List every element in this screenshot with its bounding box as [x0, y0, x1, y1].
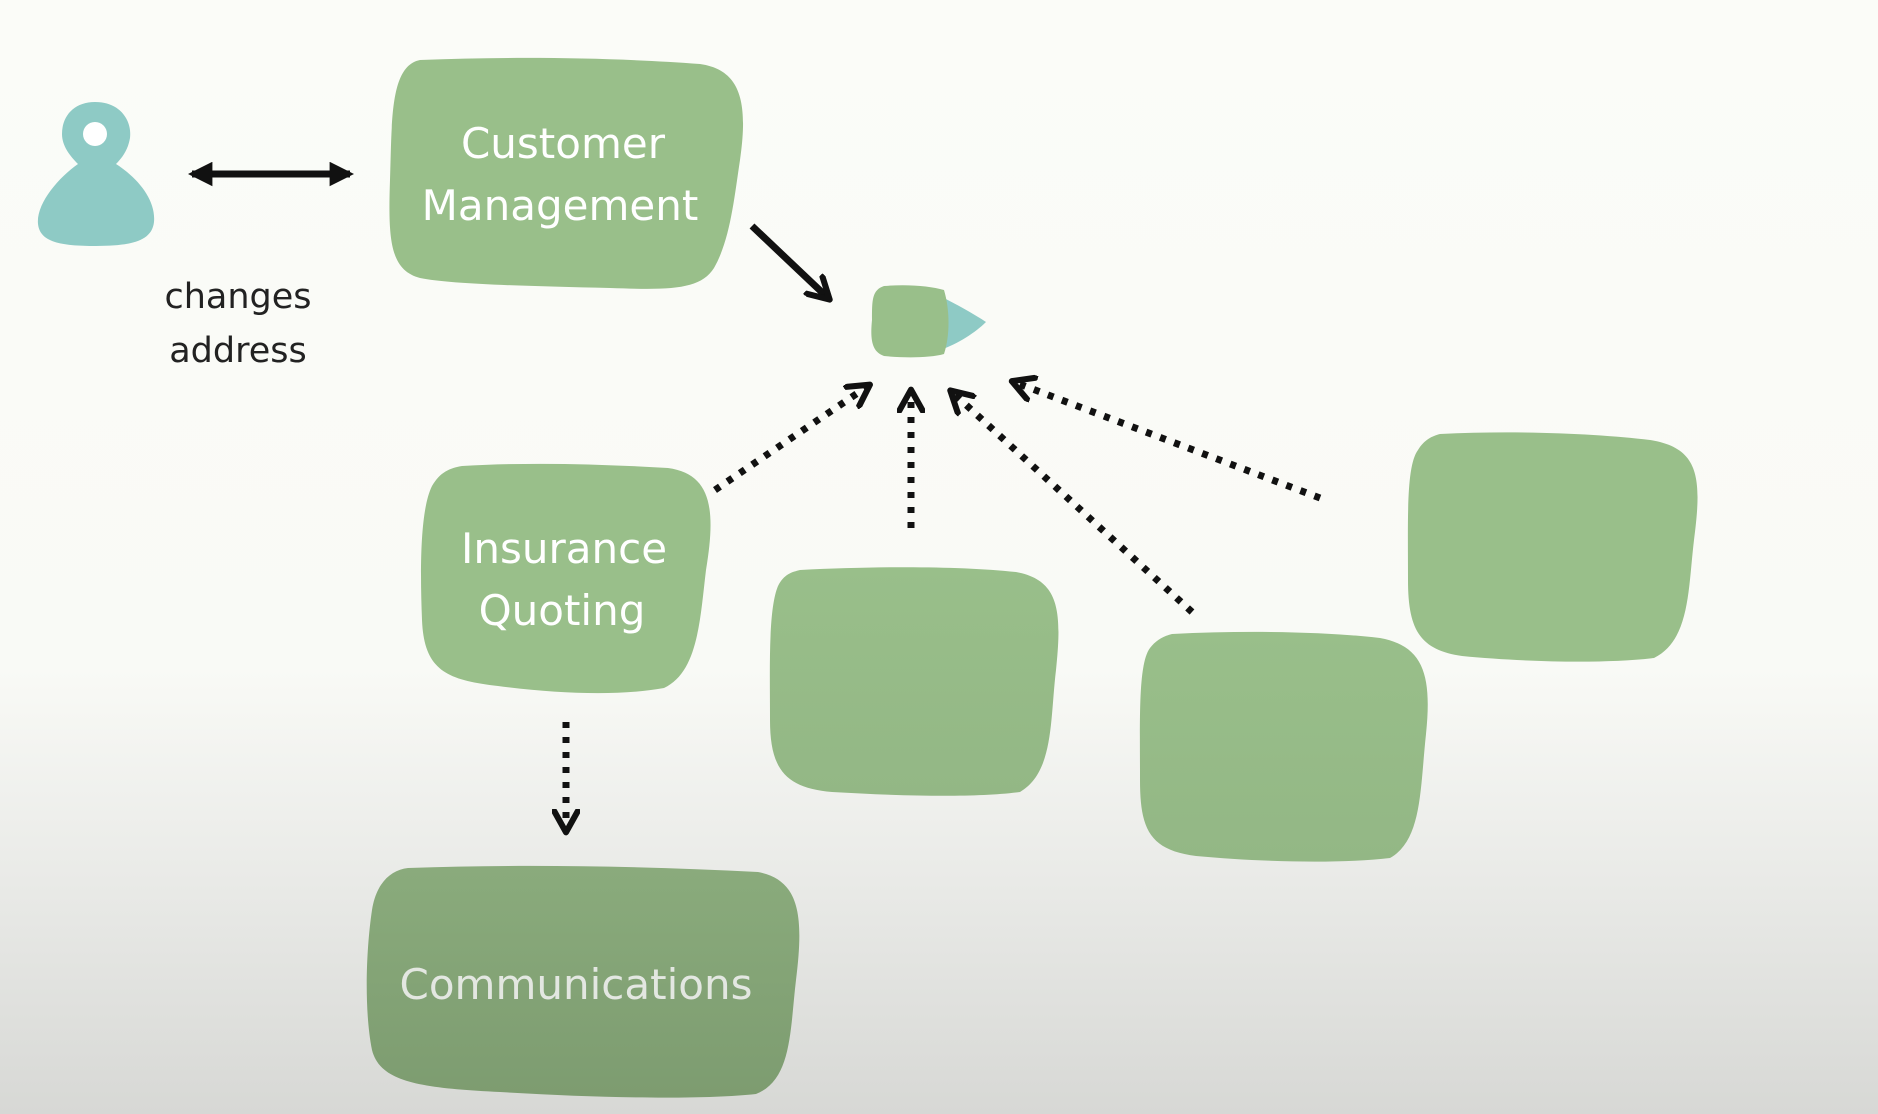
- context-unlabeled-4: [1407, 432, 1698, 662]
- actor-caption-line2: address: [169, 331, 307, 371]
- context-unlabeled-2: [769, 567, 1059, 796]
- actor-caption-line1: changes: [164, 277, 311, 317]
- communications-label: Communications: [400, 960, 753, 1009]
- publish-event-arrow: [749, 223, 828, 298]
- subscribe-arrow-context-4: [1014, 382, 1322, 502]
- context-communications: Communications: [366, 865, 800, 1098]
- insurance-quoting-label-line1: Insurance: [461, 524, 667, 573]
- subscribe-arrow-context-3: [952, 392, 1195, 615]
- context-insurance-quoting: Insurance Quoting: [421, 463, 711, 694]
- context-customer-management: Customer Management: [389, 57, 744, 289]
- person-icon: [37, 102, 155, 246]
- customer-management-label-line2: Management: [422, 181, 699, 230]
- subscribe-arrow-insurance-quoting: [713, 386, 868, 493]
- context-unlabeled-3: [1139, 631, 1428, 862]
- customer-management-label-line1: Customer: [461, 119, 666, 168]
- insurance-quoting-label-line2: Quoting: [479, 586, 646, 635]
- event-message-icon: [871, 285, 986, 358]
